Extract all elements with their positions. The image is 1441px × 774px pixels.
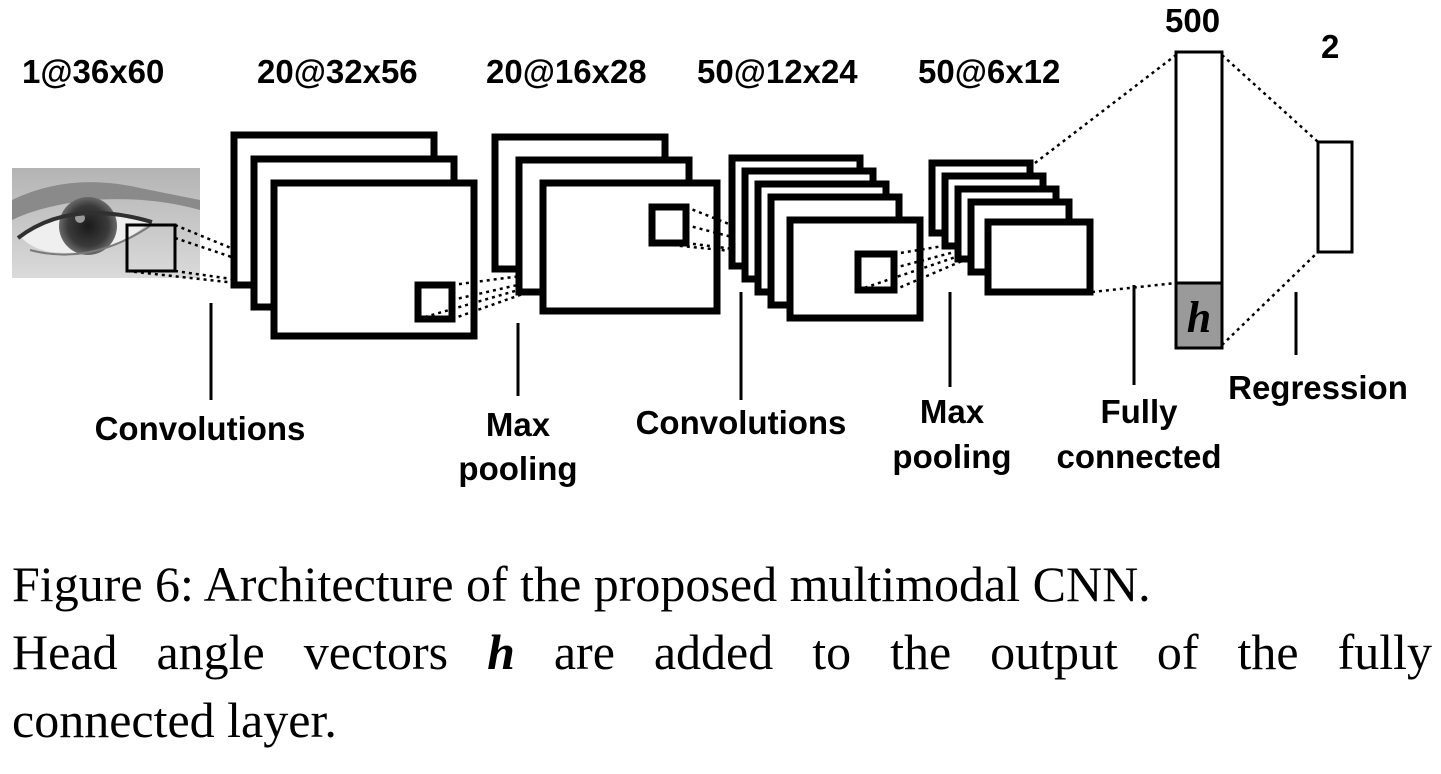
- caption-head-angle-symbol: h: [487, 624, 515, 680]
- fc-size-label: 500: [1165, 2, 1220, 39]
- caption-line-3: connected layer.: [12, 692, 337, 748]
- head-angle-cell: [1174, 281, 1224, 350]
- regression-label: Regression: [1228, 369, 1408, 406]
- convolutions2-label: Convolutions: [636, 404, 847, 441]
- pool1-feature-maps: [491, 133, 721, 315]
- convolutions1-label: Convolutions: [95, 410, 306, 447]
- fc-vector: h: [1174, 50, 1224, 350]
- conv1-feature-maps: [230, 131, 478, 340]
- caption-line-1: Figure 6: Architecture of the proposed m…: [12, 556, 1151, 612]
- figure-caption: Figure 6: Architecture of the proposed m…: [12, 550, 1432, 754]
- pool2-feature-maps: [928, 159, 1094, 296]
- maxpool1-label-line1: Max: [486, 406, 551, 443]
- input-receptive-field: [125, 223, 177, 273]
- maxpool2-label-line2: pooling: [892, 438, 1011, 475]
- eye-image: [12, 168, 200, 278]
- fc-to-output-links: [1221, 54, 1319, 346]
- output-vector: [1316, 140, 1354, 254]
- conv2-feature-maps: [728, 154, 924, 322]
- conv1-size-label: 20@32x56: [257, 53, 418, 90]
- caption-line-2-start: Head angle vectors: [12, 624, 488, 680]
- fully-connected-label-line2: connected: [1056, 438, 1221, 475]
- fully-connected-label-line1: Fully: [1100, 393, 1178, 430]
- cnn-architecture-diagram: 1@36x60 20@32x56 20@16x28 50@12x24 50@6x…: [12, 2, 1408, 487]
- head-angle-symbol: h: [1187, 293, 1211, 342]
- caption-line-2-end: are added to the output of the fully: [514, 624, 1432, 680]
- pool2-size-label: 50@6x12: [918, 53, 1060, 90]
- pool1-size-label: 20@16x28: [486, 53, 647, 90]
- caption-line-2: Head angle vectors h are added to the ou…: [12, 618, 1432, 686]
- output-size-label: 2: [1321, 28, 1339, 65]
- input-size-label: 1@36x60: [22, 53, 164, 90]
- maxpool2-label-line1: Max: [920, 393, 985, 430]
- maxpool1-label-line2: pooling: [458, 450, 577, 487]
- conv2-size-label: 50@12x24: [697, 53, 858, 90]
